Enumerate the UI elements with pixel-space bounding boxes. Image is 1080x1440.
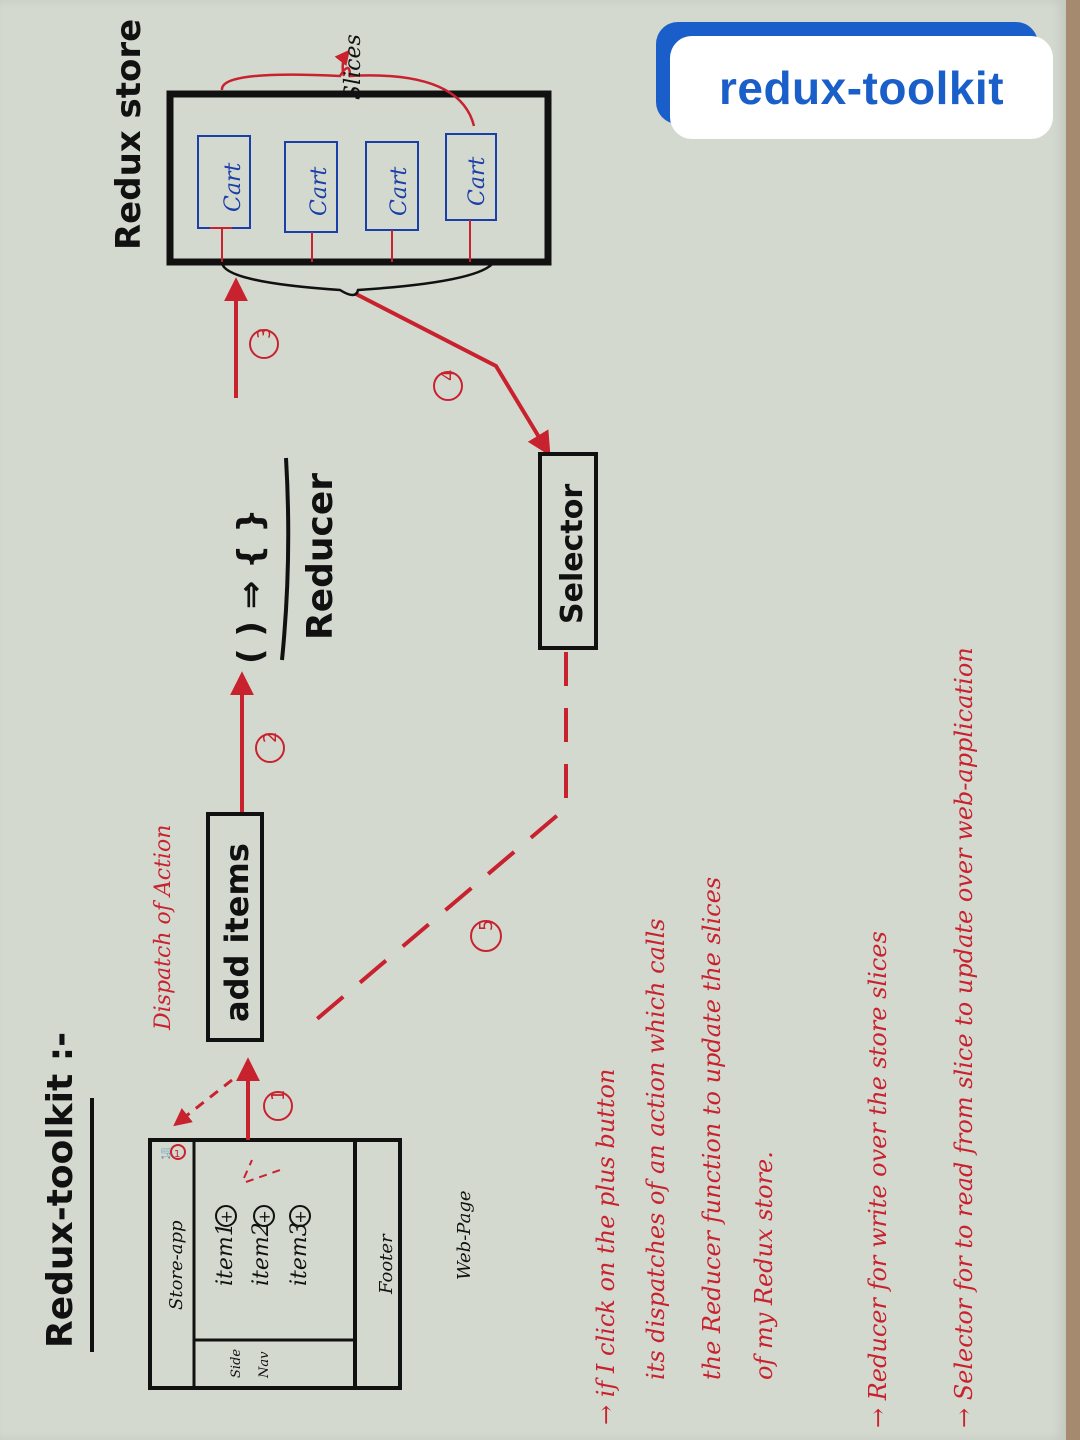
flow-arrows [173,277,568,1183]
arrow-update-cart [173,1078,233,1127]
selector-label: Selector [555,484,590,624]
arrow-step-4 [355,292,551,457]
step-3-label: 3 [254,328,275,339]
cart-count-text: 1 [174,1149,180,1160]
plus-button-2 [253,1205,275,1227]
arrow-step-5 [302,652,568,1032]
cart-slice-label-4: Cart [465,157,490,206]
note-line-4: of my Redux store. [750,1151,778,1380]
plus-icon-3: + [294,1207,307,1226]
plus-button-1 [215,1205,237,1227]
step-4-marker [433,371,463,401]
cart-slices: Cart Cart Cart Cart [197,133,497,262]
cart-slice-label-1: Cart [221,163,246,212]
step-1-marker [263,1091,293,1121]
cart-slice-label-3: Cart [387,167,412,216]
plus-icon-1: + [220,1207,233,1226]
slices-pointer [334,49,350,77]
sidenav-label-2: Nav [257,1351,272,1379]
dispatch-label: Dispatch of Action [151,825,176,1031]
step-3-marker [249,329,279,359]
webpage-item-1: item1 [213,1222,238,1286]
reducer-brace [280,457,291,661]
cart-count-badge [170,1144,186,1160]
step-2-label: 2 [260,732,281,743]
note-line-6: → Selector for to read from slice to upd… [950,647,978,1428]
plus-icon-2: + [258,1207,271,1226]
webpage-frame [148,1138,402,1390]
selector-box [538,452,598,650]
step-markers: 1 2 3 4 5 [249,328,502,1121]
slices-label: Slices [341,34,366,100]
note-line-5: → Reducer for write over the store slice… [864,931,892,1428]
notes: → if I click on the plus button its disp… [592,647,978,1428]
add-items-label: add items [218,843,256,1022]
step-1-label: 1 [268,1090,289,1101]
store-title: Redux store [109,19,149,250]
webpage-header-label: Store-app [166,1220,187,1310]
diagram-title: Redux-toolkit :- [40,1032,81,1348]
note-line-2: its dispatches of an action which calls [642,918,670,1380]
note-line-3: the Reducer function to update the slice… [698,877,726,1380]
slices-brace [220,66,476,127]
sidenav-label-1: Side [229,1349,244,1378]
plus-connector [243,1159,281,1183]
webpage-item-3: item3 [287,1222,312,1286]
cart-slice-label-2: Cart [307,167,332,216]
step-5-label: 5 [476,920,497,931]
note-line-1: → if I click on the plus button [592,1069,620,1425]
step-2-marker [255,733,285,763]
reducer-function: ( ) ⇒ { } [231,509,271,664]
plus-button-3 [289,1205,311,1227]
store-box [166,90,552,266]
reducer-label: Reducer [300,473,341,640]
webpage-wireframe: Store-app 🛒 1 Side Nav item1 item2 item3… [148,1138,475,1390]
step-4-label: 4 [438,370,459,381]
webpage-caption: Web-Page [454,1191,475,1281]
redux-toolkit-badge: redux-toolkit [670,36,1053,139]
step-5-marker [470,920,502,952]
add-items-box [206,812,264,1042]
store-brace [220,261,496,297]
webpage-footer-label: Footer [376,1233,397,1295]
webpage-item-2: item2 [249,1222,274,1286]
badge-label: redux-toolkit [718,61,1005,114]
